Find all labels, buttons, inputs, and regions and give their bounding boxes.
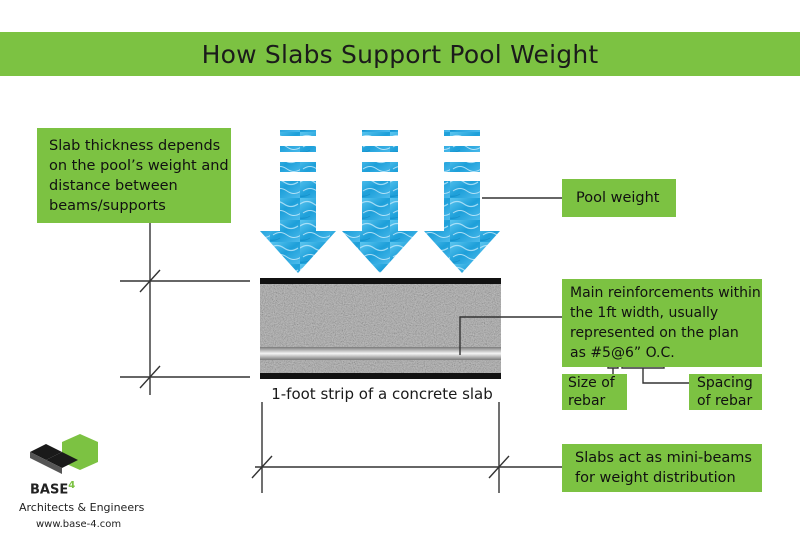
water-arrow-right xyxy=(424,130,500,273)
spacing-of-rebar-line-1: Spacing xyxy=(697,375,753,391)
thickness-note-line-3: distance between xyxy=(49,178,178,194)
water-arrow-middle xyxy=(342,130,418,273)
brand-name-text: BASE xyxy=(30,482,69,498)
size-of-rebar-line-1: Size of xyxy=(568,375,615,391)
mini-beams-note: Slabs act as mini-beams for weight distr… xyxy=(562,444,762,492)
brand-url: www.base-4.com xyxy=(36,519,122,530)
water-arrow-left xyxy=(260,130,336,273)
spacing-of-rebar-line-2: of rebar xyxy=(697,393,753,409)
brand-name: BASE4 xyxy=(30,480,75,497)
mini-beams-line-1: Slabs act as mini-beams xyxy=(575,450,752,466)
brand-superscript: 4 xyxy=(68,480,76,491)
rebar xyxy=(260,347,501,360)
pool-weight-text: Pool weight xyxy=(576,190,660,206)
reinforcement-line-3: represented on the plan xyxy=(570,325,739,341)
diagram-title: How Slabs Support Pool Weight xyxy=(201,39,599,69)
reinforcement-line-2: the 1ft width, usually xyxy=(570,305,719,321)
reinforcement-line-4: as #5@6” O.C. xyxy=(570,345,675,361)
brand-subtitle: Architects & Engineers xyxy=(19,501,145,514)
thickness-note-line-1: Slab thickness depends xyxy=(49,138,221,154)
pool-weight-label: Pool weight xyxy=(562,179,676,217)
reinforcement-note: Main reinforcements within the 1ft width… xyxy=(562,279,762,367)
size-of-rebar-line-2: rebar xyxy=(568,393,606,409)
thickness-note-line-2: on the pool’s weight and xyxy=(49,158,229,174)
strip-caption: 1-foot strip of a concrete slab xyxy=(271,385,493,403)
title-band: How Slabs Support Pool Weight xyxy=(0,32,800,76)
base4-logo-icon xyxy=(30,434,98,474)
thickness-note: Slab thickness depends on the pool’s wei… xyxy=(37,128,231,223)
spacing-of-rebar-label: Spacing of rebar xyxy=(689,374,762,410)
pool-weight-arrows xyxy=(260,130,500,273)
mini-beams-line-2: for weight distribution xyxy=(575,470,736,486)
size-of-rebar-label: Size of rebar xyxy=(562,374,627,410)
thickness-note-line-4: beams/supports xyxy=(49,198,166,214)
reinforcement-leader xyxy=(459,316,562,355)
reinforcement-line-1: Main reinforcements within xyxy=(570,285,761,301)
concrete-slab xyxy=(260,278,501,379)
